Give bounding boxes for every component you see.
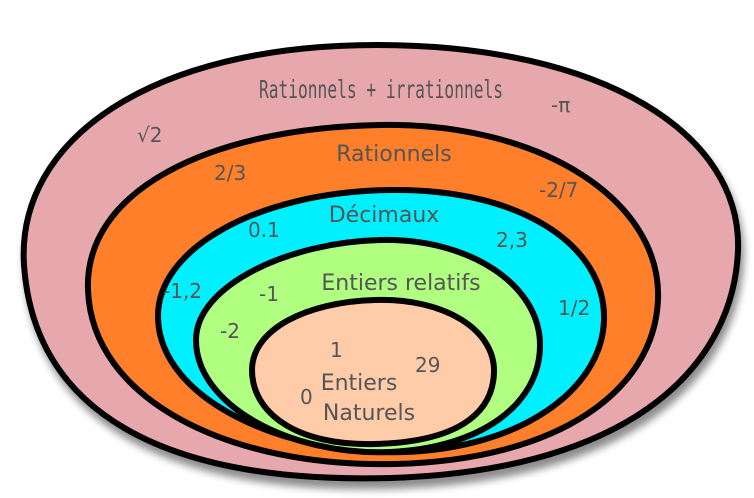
member-0: 0 xyxy=(300,385,313,409)
set-label-rationals: Rationnels xyxy=(336,142,451,167)
member-2-3: 2/3 xyxy=(214,161,246,185)
member-29: 29 xyxy=(415,353,440,377)
set-naturals-ellipse xyxy=(248,296,498,448)
member-2-3-decimal: 2,3 xyxy=(496,228,528,252)
member-minus-pi: -π xyxy=(551,93,570,117)
set-label-naturals-line1: Entiers xyxy=(321,371,398,396)
member-1: 1 xyxy=(330,338,343,362)
member-minus-1: -1 xyxy=(259,282,279,306)
member-minus-1-2: -1,2 xyxy=(163,279,202,303)
member-sqrt2: √2 xyxy=(137,123,162,147)
member-minus-2-7: -2/7 xyxy=(539,178,578,202)
member-minus-2: -2 xyxy=(220,319,240,343)
member-0-1: 0.1 xyxy=(248,218,280,242)
member-1-2: 1/2 xyxy=(558,296,590,320)
set-label-irrationals: Rationnels + irrationnels xyxy=(259,75,503,104)
set-label-naturals-line2: Naturels xyxy=(323,401,415,426)
set-label-integers: Entiers relatifs xyxy=(321,271,480,296)
set-label-decimals: Décimaux xyxy=(329,203,440,228)
